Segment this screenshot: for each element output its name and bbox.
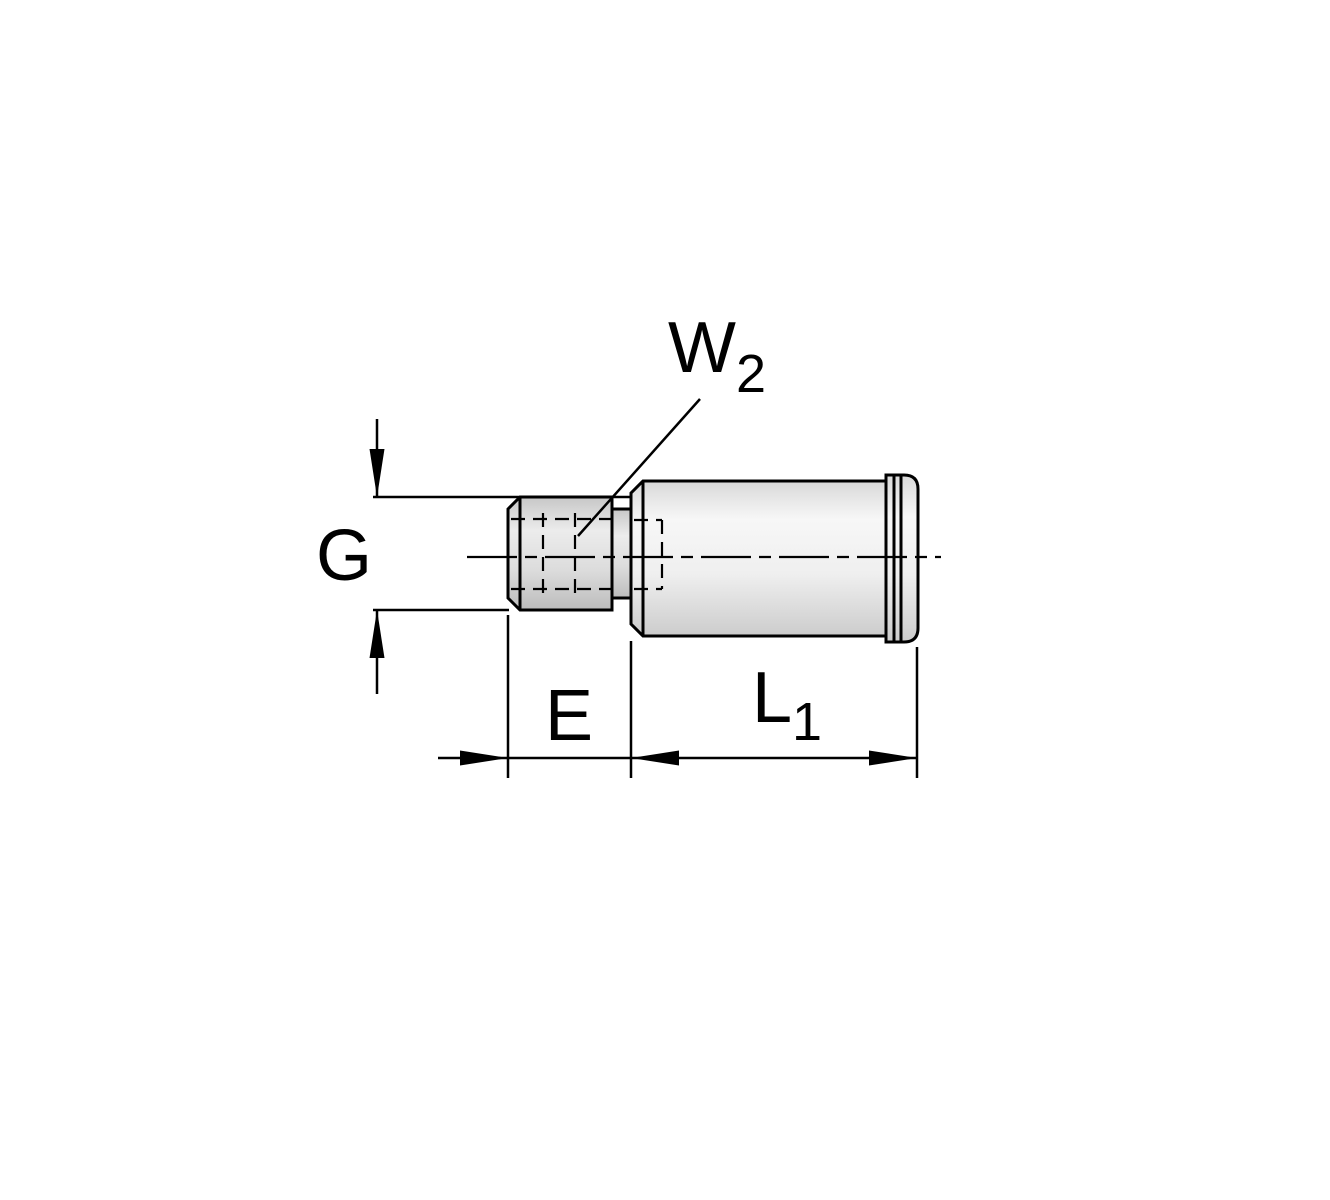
w2-leader-line [577,398,701,537]
label-g: G [316,516,372,596]
dimension-g: G [316,419,631,694]
neck-section [610,507,633,600]
g-arrow-down [369,449,385,497]
part-view [467,473,941,644]
body-section [629,479,888,638]
l1-arrow-right [869,750,917,766]
l1-arrow-left [631,750,679,766]
e-arrow-right [460,750,508,766]
label-e: E [545,676,593,756]
label-w2: W2 [668,308,766,404]
label-l1: L1 [752,658,822,752]
g-arrow-up [369,610,385,658]
dimension-w2: W2 [577,308,766,537]
dimension-e-l1: E L1 [438,615,919,778]
